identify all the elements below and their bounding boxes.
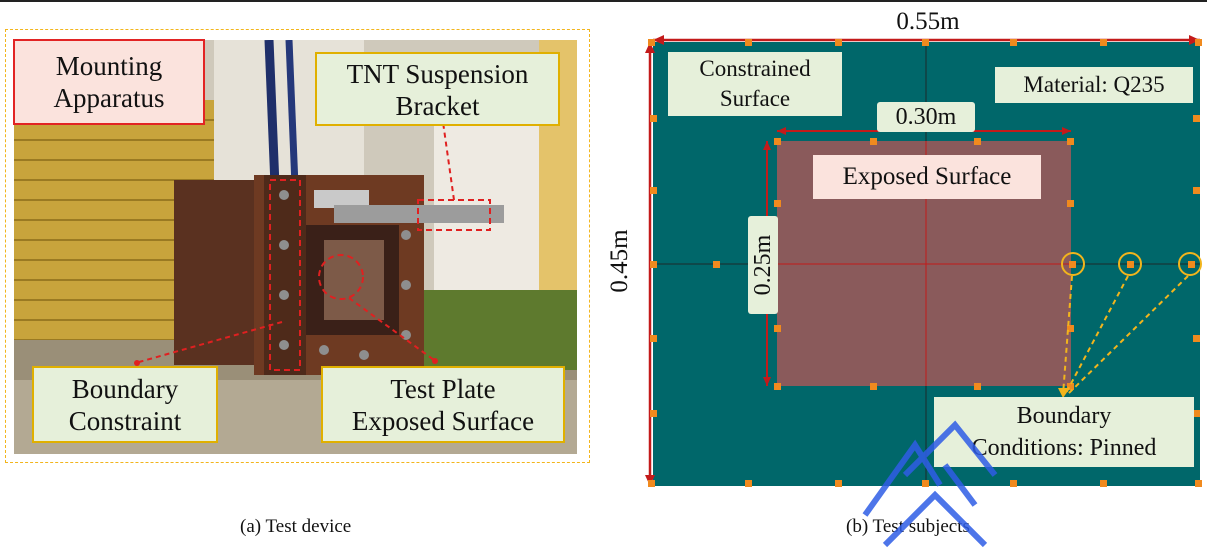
constrained-surface-label: Constrained Surface (668, 52, 842, 116)
width-dimension-label: 0.55m (896, 8, 960, 35)
boundary-constraint-label: Boundary Constraint (32, 366, 218, 443)
tnt-suspension-bracket-label: TNT Suspension Bracket (315, 52, 560, 126)
caption-a: (a) Test device (240, 516, 352, 537)
exposed-width-dimension-label: 0.30m (877, 102, 975, 132)
boundary-conditions-label: Boundary Conditions: Pinned (934, 397, 1194, 467)
height-dimension-label: 0.45m (606, 229, 633, 293)
panel-a-dashed-frame (5, 29, 590, 463)
top-rule (0, 0, 1207, 2)
mounting-apparatus-label: Mounting Apparatus (13, 39, 205, 125)
exposed-height-dimension-label: 0.25m (748, 216, 778, 314)
test-subject-diagram: 0.55m 0.45m 0.30m 0.25m Constrained Surf… (600, 0, 1207, 500)
material-label: Material: Q235 (995, 67, 1193, 103)
watermark-logo (862, 420, 998, 548)
exposed-surface-label: Exposed Surface (813, 155, 1041, 199)
caption-b: (b) Test subjects (846, 516, 970, 537)
pin-markers (648, 39, 1202, 487)
test-plate-exposed-surface-label: Test Plate Exposed Surface (321, 366, 565, 443)
